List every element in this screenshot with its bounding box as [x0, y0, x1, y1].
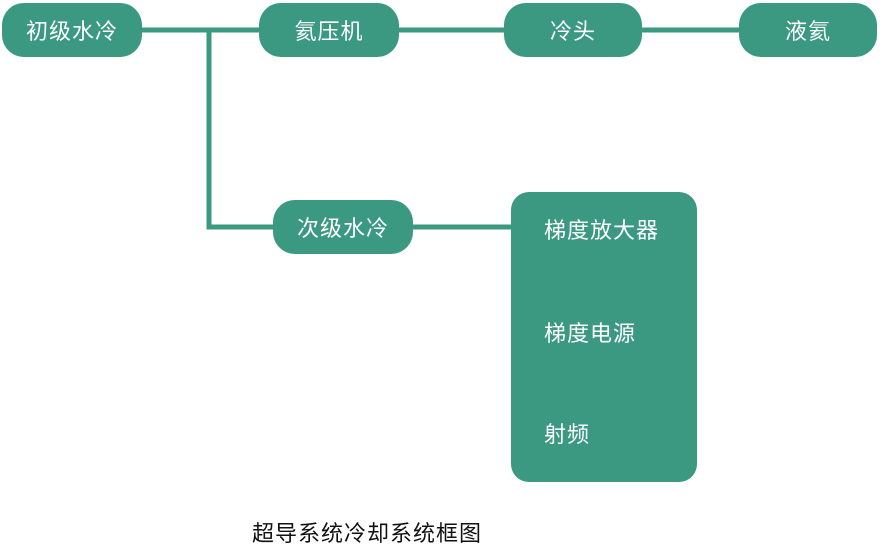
cold-head-label: 冷头 [549, 20, 596, 45]
secondary-water-cooling-node: 次级水冷 [273, 200, 413, 254]
connector-primary-to-secondary [206, 30, 275, 230]
helium-compressor-label: 氦压机 [294, 20, 364, 45]
liquid-helium-label: 液氦 [784, 20, 831, 45]
primary-water-cooling-label: 初级水冷 [25, 20, 118, 45]
liquid-helium-node: 液氦 [739, 3, 877, 57]
gradient-power-supply-label: 梯度电源 [544, 322, 637, 347]
diagram-caption: 超导系统冷却系统框图 [252, 522, 483, 547]
radio-frequency-label: 射频 [544, 423, 591, 448]
cold-head-node: 冷头 [504, 3, 642, 57]
secondary-water-cooling-label: 次级水冷 [296, 217, 389, 242]
helium-compressor-node: 氦压机 [259, 3, 399, 57]
gradient-amplifier-label: 梯度放大器 [544, 219, 660, 244]
primary-water-cooling-node: 初级水冷 [2, 3, 142, 57]
cooled-equipment-group: 梯度放大器 梯度电源 射频 [511, 192, 697, 482]
